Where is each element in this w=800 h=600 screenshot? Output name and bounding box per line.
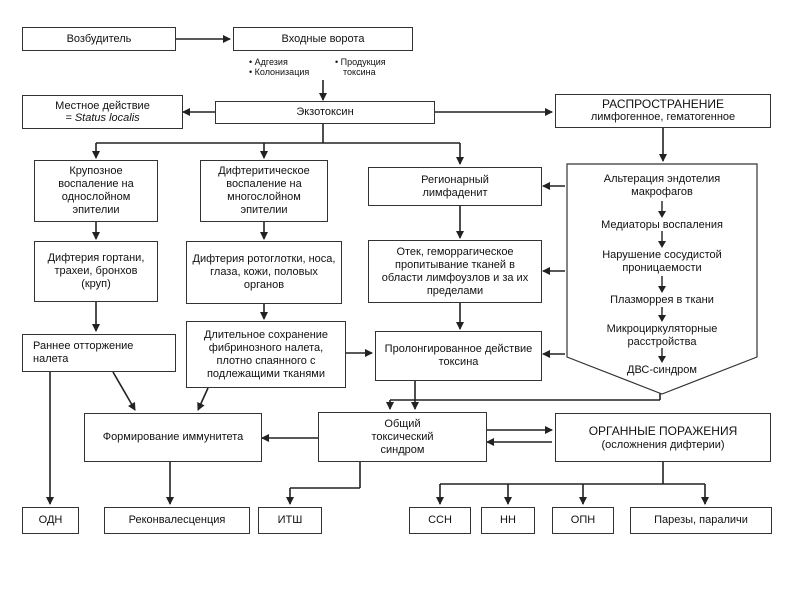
note-adhesion: • Адгезия <box>249 57 288 67</box>
cascade-step-1: Альтерация эндотелия макрофагов <box>603 173 721 198</box>
entry-gate-label: Входные ворота <box>281 32 365 45</box>
reconvalescence-label: Реконвалесценция <box>128 514 226 526</box>
prolonged-toxin-box: Пролонгированное действие токсина <box>375 331 542 381</box>
immunity-formation-box: Формирование иммунитета <box>84 413 262 462</box>
paresis-label: Парезы, параличи <box>654 514 748 526</box>
prolonged-toxin-label: Пролонгированное действие токсина <box>384 343 533 368</box>
exotoxin-box: Экзотоксин <box>215 101 435 124</box>
spread-line2: лимфогенное, гематогенное <box>590 111 736 123</box>
ssn-box: ССН <box>409 507 471 534</box>
local-action-line1: Местное действие <box>55 100 150 112</box>
diphtheria-larynx-label: Дифтерия гортани, трахеи, бронхов (круп) <box>47 252 145 290</box>
note-toxin: токсина <box>343 67 376 77</box>
early-rejection-box: Раннее отторжение налета <box>22 334 176 372</box>
cascade-step-6: ДВС-синдром <box>627 364 697 376</box>
pathogen-label: Возбудитель <box>66 32 132 45</box>
note-colonization: • Колонизация <box>249 67 310 77</box>
itsh-label: ИТШ <box>277 514 303 526</box>
local-action-box: Местное действие = Status localis <box>22 95 183 129</box>
opn-box: ОПН <box>552 507 614 534</box>
entry-notes-left: • Адгезия • Колонизация <box>249 57 309 77</box>
opn-label: ОПН <box>570 514 596 526</box>
nn-box: НН <box>481 507 535 534</box>
diphtheria-larynx-box: Дифтерия гортани, трахеи, бронхов (круп) <box>34 241 158 302</box>
pathogenesis-cascade-chevron <box>566 163 758 395</box>
croupous-inflammation-label: Крупозное воспаление на однослойном эпит… <box>58 165 134 216</box>
reconvalescence-box: Реконвалесценция <box>104 507 250 534</box>
itsh-box: ИТШ <box>258 507 322 534</box>
edema-box: Отек, геморрагическое пропитывание ткане… <box>368 240 542 303</box>
diphtheria-oropharynx-box: Дифтерия ротоглотки, носа, глаза, кожи, … <box>186 241 342 304</box>
regional-lymphadenitis-label: Регионарный лимфаденит <box>421 173 489 199</box>
general-toxic-syndrome-box: Общий токсический синдром <box>318 412 487 462</box>
organ-damage-line1: ОРГАННЫЕ ПОРАЖЕНИЯ <box>588 423 738 438</box>
diphtheritic-inflammation-box: Дифтеритическое воспаление на многослойн… <box>200 160 328 222</box>
diphtheritic-inflammation-label: Дифтеритическое воспаление на многослойн… <box>218 165 310 216</box>
entry-notes-right: • Продукция токсина <box>335 57 386 77</box>
exotoxin-label: Экзотоксин <box>296 106 354 118</box>
regional-lymphadenitis-box: Регионарный лимфаденит <box>368 167 542 206</box>
nn-label: НН <box>500 514 516 526</box>
entry-gate-box: Входные ворота <box>233 27 413 51</box>
diphtheria-oropharynx-label: Дифтерия ротоглотки, носа, глаза, кожи, … <box>192 253 336 291</box>
cascade-step-4: Плазморрея в ткани <box>610 294 714 306</box>
local-action-line2: = Status localis <box>65 112 140 124</box>
organ-damage-line2: (осложнения дифтерии) <box>601 438 725 451</box>
spread-line1: РАСПРОСТРАНЕНИЕ <box>601 97 725 111</box>
organ-damage-box: ОРГАННЫЕ ПОРАЖЕНИЯ (осложнения дифтерии) <box>555 413 771 462</box>
prolonged-film-box: Длительное сохранение фибринозного налет… <box>186 321 346 388</box>
prolonged-film-label: Длительное сохранение фибринозного налет… <box>203 328 329 380</box>
paresis-box: Парезы, параличи <box>630 507 772 534</box>
odn-box: ОДН <box>22 507 79 534</box>
ssn-label: ССН <box>428 514 452 526</box>
odn-label: ОДН <box>38 514 63 526</box>
general-toxic-syndrome-label: Общий токсический синдром <box>371 417 434 456</box>
croupous-inflammation-box: Крупозное воспаление на однослойном эпит… <box>34 160 158 222</box>
cascade-step-5: Микроциркуляторные расстройства <box>606 323 718 348</box>
note-production: • Продукция <box>335 57 386 67</box>
spread-box: РАСПРОСТРАНЕНИЕ лимфогенное, гематогенно… <box>555 94 771 128</box>
cascade-step-2: Медиаторы воспаления <box>601 219 723 231</box>
edema-label: Отек, геморрагическое пропитывание ткане… <box>381 245 529 297</box>
pathogen-box: Возбудитель <box>22 27 176 51</box>
immunity-formation-label: Формирование иммунитета <box>102 431 244 443</box>
early-rejection-label: Раннее отторжение налета <box>33 340 134 365</box>
cascade-step-3: Нарушение сосудистой проницаемости <box>602 249 722 274</box>
